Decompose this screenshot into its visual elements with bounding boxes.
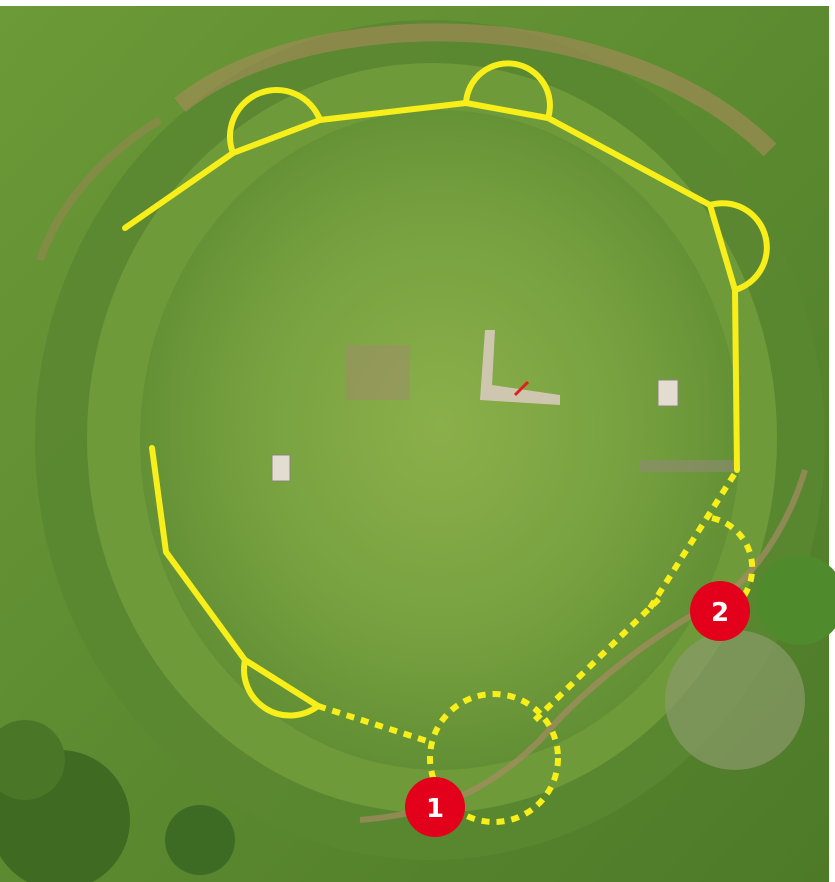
marker-2-circle: [690, 581, 750, 641]
bench-east: [657, 379, 679, 407]
right-border: [829, 0, 835, 882]
marker-1: 1: [405, 777, 465, 837]
north-earth-path: [174, 23, 777, 157]
wall-north-east: [122, 100, 740, 473]
bench-west: [271, 454, 291, 482]
marker-1-circle: [405, 777, 465, 837]
inner-plateau: [140, 110, 740, 770]
bush-south: [165, 805, 235, 875]
marker-1-label: 1: [426, 794, 444, 824]
tower-north: [463, 60, 553, 121]
tree-east: [755, 555, 835, 645]
tower-southwest: [241, 657, 321, 719]
dotted-tower-south: [427, 691, 561, 825]
tree-southeast-bare: [665, 630, 805, 770]
ruin-wall: [480, 330, 560, 405]
red-marker-small: [513, 380, 530, 397]
top-border: [0, 0, 835, 6]
dotted-wall-east: [647, 468, 740, 610]
wall-outline-solid: [122, 60, 770, 719]
marker-2: 2: [690, 581, 750, 641]
tree-southwest-small: [0, 720, 65, 800]
tower-east: [707, 200, 770, 293]
tower-northwest: [226, 86, 323, 156]
dotted-wall-southwest: [317, 703, 431, 745]
stone-row: [640, 460, 735, 472]
ruin-patch-center: [345, 345, 410, 400]
marker-2-label: 2: [711, 598, 729, 628]
tower-southwest-chord: [242, 657, 321, 709]
west-earth-path: [36, 116, 163, 262]
